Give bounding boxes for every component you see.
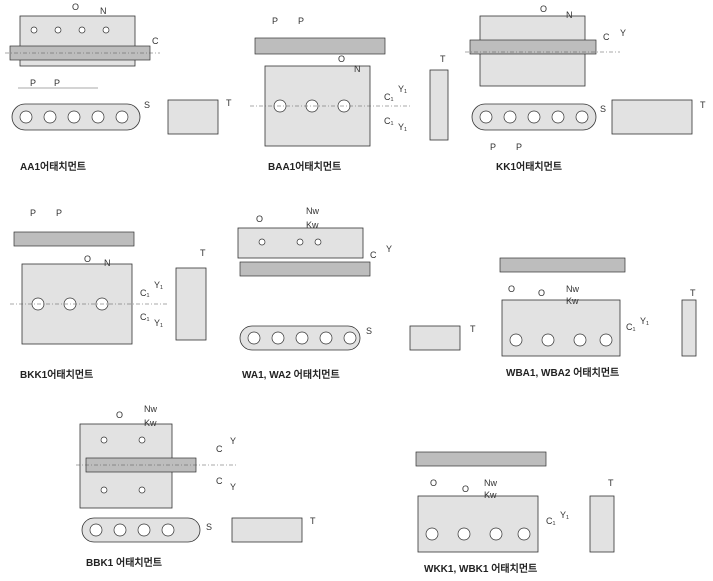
baa1-end-view — [429, 69, 449, 141]
figure-wkk1: O O Nᴡ Kᴡ C₁ Y₁ T WKK1, WBK1 어태치먼트 — [415, 451, 615, 575]
caption-bkk1: BKK1어태치먼트 — [20, 368, 93, 381]
bbk1-dim-nw: Nᴡ — [144, 404, 157, 414]
caption-bbk1: BBK1 어태치먼트 — [86, 556, 162, 569]
bbk1-end-view — [231, 517, 303, 543]
wkk1-dim-c1: C₁ — [546, 516, 556, 526]
wkk1-dim-o1: O — [430, 478, 437, 488]
aa1-dim-s: S — [144, 100, 150, 110]
bbk1-dim-c2: C — [216, 476, 223, 486]
wba1-top-rollers — [499, 257, 626, 273]
caption-wa1: WA1, WA2 어태치먼트 — [242, 368, 340, 381]
baa1-dim-n: N — [354, 64, 361, 74]
baa1-dim-y1a: Y₁ — [398, 84, 407, 94]
wa1-dim-c: C — [370, 250, 377, 260]
wkk1-dim-t: T — [608, 478, 614, 488]
wkk1-top-rollers — [415, 451, 547, 467]
baa1-dim-o: O — [338, 54, 345, 64]
figure-bkk1: P P O N C₁ Y₁ C₁ Y₁ T BKK1어태치먼트 — [10, 208, 207, 381]
baa1-dim-c1b: C₁ — [384, 116, 394, 126]
wa1-top-rollers — [239, 261, 371, 277]
caption-aa1: AA1어태치먼트 — [20, 160, 86, 173]
bkk1-end-view — [175, 267, 207, 341]
aa1-dim-t: T — [226, 98, 232, 108]
figure-wa1: O Nᴡ Kᴡ C Y S T WA1, WA2 어태치먼트 — [237, 206, 476, 381]
bbk1-dim-kw: Kᴡ — [144, 418, 157, 428]
kk1-end-view — [611, 99, 693, 135]
wba1-dim-nw: Nᴡ — [566, 284, 579, 294]
caption-wba1: WBA1, WBA2 어태치먼트 — [506, 366, 619, 379]
bbk1-dim-s: S — [206, 522, 212, 532]
figure-wba1: O O Nᴡ Kᴡ C₁ Y₁ T WBA1, WBA2 어태치먼트 — [499, 257, 697, 379]
aa1-dim-n: N — [100, 6, 107, 16]
wa1-dim-s: S — [366, 326, 372, 336]
bkk1-dim-c1b: C₁ — [140, 312, 150, 322]
kk1-dim-c: C — [603, 32, 610, 42]
caption-wkk1: WKK1, WBK1 어태치먼트 — [424, 562, 537, 575]
baa1-dim-c1a: C₁ — [384, 92, 394, 102]
bbk1-dim-t: T — [310, 516, 316, 526]
baa1-dim-p1: P — [272, 16, 278, 26]
bkk1-dim-y1a: Y₁ — [154, 280, 163, 290]
wba1-dim-kw: Kᴡ — [566, 296, 579, 306]
bbk1-dim-o: O — [116, 410, 123, 420]
bbk1-dim-y2: Y — [230, 482, 236, 492]
wa1-dim-y: Y — [386, 244, 392, 254]
figure-aa1: O N C P P S T AA1어태치먼트 — [5, 2, 232, 173]
wkk1-end-view — [589, 495, 615, 553]
kk1-dim-p1: P — [490, 142, 496, 152]
caption-kk1: KK1어태치먼트 — [496, 160, 562, 173]
caption-baa1: BAA1어태치먼트 — [268, 160, 341, 173]
bkk1-dim-t: T — [200, 248, 206, 258]
wba1-end-view — [681, 299, 697, 357]
bkk1-dim-y1b: Y₁ — [154, 318, 163, 328]
bkk1-dim-p1: P — [30, 208, 36, 218]
aa1-dim-o: O — [72, 2, 79, 12]
bkk1-top-rollers — [13, 231, 135, 247]
kk1-top-rollers — [469, 39, 597, 55]
baa1-dim-t: T — [440, 54, 446, 64]
figure-baa1: P P O N C₁ Y₁ C₁ Y₁ T BAA1어태치먼트 — [250, 16, 449, 173]
wa1-end-view — [409, 325, 461, 351]
wba1-dim-o2: O — [538, 288, 545, 298]
wa1-dim-kw: Kᴡ — [306, 220, 319, 230]
wa1-dim-nw: Nᴡ — [306, 206, 319, 216]
wa1-dim-t: T — [470, 324, 476, 334]
wkk1-side-plates — [417, 495, 539, 553]
bkk1-dim-c1a: C₁ — [140, 288, 150, 298]
kk1-dim-t: T — [700, 100, 706, 110]
wkk1-dim-y1: Y₁ — [560, 510, 569, 520]
baa1-top-rollers — [254, 37, 386, 55]
kk1-dim-y: Y — [620, 28, 626, 38]
wba1-dim-y1: Y₁ — [640, 316, 649, 326]
figure-kk1: O N C Y P P S T KK1어태치먼트 — [465, 4, 706, 173]
figure-bbk1: O Nᴡ Kᴡ C Y C Y S T BBK1 어태치먼트 — [76, 404, 316, 569]
wba1-dim-t: T — [690, 288, 696, 298]
bkk1-dim-p2: P — [56, 208, 62, 218]
aa1-dim-c: C — [152, 36, 159, 46]
wkk1-dim-kw: Kᴡ — [484, 490, 497, 500]
kk1-dim-n: N — [566, 10, 573, 20]
wba1-dim-o1: O — [508, 284, 515, 294]
bkk1-dim-n: N — [104, 258, 111, 268]
wkk1-dim-nw: Nᴡ — [484, 478, 497, 488]
baa1-dim-p2: P — [298, 16, 304, 26]
bbk1-dim-c1: C — [216, 444, 223, 454]
bkk1-dim-o: O — [84, 254, 91, 264]
wba1-dim-c1: C₁ — [626, 322, 636, 332]
bbk1-dim-y1: Y — [230, 436, 236, 446]
aa1-dim-p1: P — [30, 78, 36, 88]
kk1-dim-s: S — [600, 104, 606, 114]
wkk1-dim-o2: O — [462, 484, 469, 494]
kk1-dim-o: O — [540, 4, 547, 14]
aa1-end-view — [167, 99, 219, 135]
aa1-dim-p2: P — [54, 78, 60, 88]
wba1-side-plates — [501, 299, 621, 357]
kk1-dim-p2: P — [516, 142, 522, 152]
wa1-dim-o: O — [256, 214, 263, 224]
baa1-dim-y1b: Y₁ — [398, 122, 407, 132]
